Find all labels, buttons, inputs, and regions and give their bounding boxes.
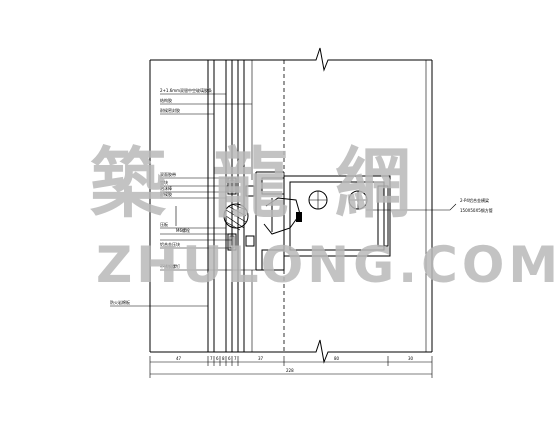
watermark-latin: ZHULONG.COM — [96, 236, 560, 294]
label-top1: 2+1.6mm双银中空玻璃胶条 — [160, 87, 212, 93]
label-left1: 防火岩棉板 — [110, 299, 130, 305]
dim-seg-6: 37 — [258, 356, 264, 361]
label-right2: 150X50X5钢方管 — [460, 207, 493, 213]
leader-right — [366, 203, 457, 211]
label-mid1: 双面胶带 — [160, 171, 176, 177]
label-mid5: 压板 — [160, 221, 168, 227]
bolt-2 — [348, 190, 368, 210]
dim-total: 228 — [286, 368, 294, 373]
label-mid2: 垫块 — [160, 179, 168, 185]
label-top2: 结构胶 — [160, 97, 172, 103]
dim-seg-1: 7 — [210, 356, 213, 361]
dim-seg-0: 47 — [176, 356, 182, 361]
glass-panes — [207, 60, 253, 352]
label-mid7: 铝合金压块 — [160, 241, 180, 247]
label-mid4: 耐候胶 — [160, 191, 172, 197]
leaders-mid — [160, 177, 256, 271]
dim-seg-5: 7 — [234, 356, 237, 361]
dim-seg-4: 6 — [228, 356, 231, 361]
label-mid8: 不锈钢螺钉 — [160, 263, 180, 269]
dim-seg-3: 8 — [222, 356, 225, 361]
bolt-head — [296, 212, 302, 222]
label-right1: 2-P4铝合金横梁 — [460, 197, 489, 203]
bottom-break-line — [150, 339, 432, 364]
top-break-line — [150, 47, 432, 72]
foam-rod — [223, 203, 249, 231]
bolt-1 — [308, 190, 328, 210]
leaders-top — [160, 93, 252, 115]
dim-seg-7: 80 — [334, 356, 340, 361]
dim-seg-8: 30 — [408, 356, 414, 361]
label-top3: 耐候密封胶 — [160, 107, 180, 113]
label-mid6: M6螺栓 — [176, 227, 190, 233]
dimension-chain — [149, 356, 433, 378]
dim-seg-2: 6 — [216, 356, 219, 361]
watermark-chinese: 築 龍 網 — [90, 139, 421, 228]
label-mid3: 泡沫棒 — [160, 185, 172, 191]
